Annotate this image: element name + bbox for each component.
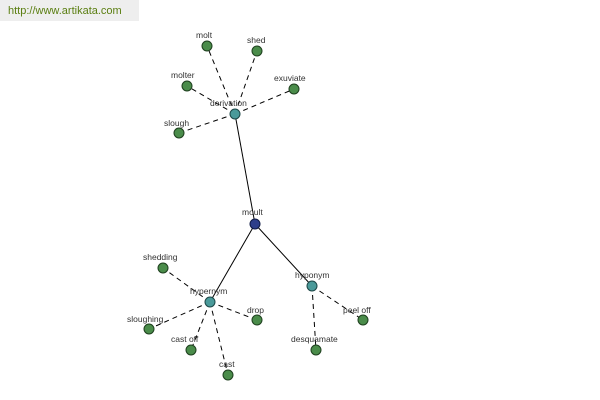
edge-derivation-slough xyxy=(178,113,236,134)
node-molter[interactable] xyxy=(181,80,193,92)
edge-derivation-exuviate xyxy=(234,88,295,115)
node-hyponym[interactable] xyxy=(306,280,318,292)
label-cast-off[interactable]: cast off xyxy=(171,334,199,344)
node-cast[interactable] xyxy=(222,369,234,381)
edge-hypernym-sloughing xyxy=(148,301,211,330)
edge-hypernym-cast xyxy=(209,301,229,376)
label-cast[interactable]: cast xyxy=(219,359,235,369)
node-derivation[interactable] xyxy=(229,108,241,120)
label-hypernym[interactable]: hypernym xyxy=(190,286,227,296)
node-root[interactable] xyxy=(249,218,261,230)
source-url-banner: http://www.artikata.com xyxy=(0,0,139,21)
node-exuviate[interactable] xyxy=(288,83,300,95)
edge-derivation-molt xyxy=(206,45,236,115)
label-exuviate[interactable]: exuviate xyxy=(274,73,306,83)
node-shedding[interactable] xyxy=(157,262,169,274)
label-derivation[interactable]: derivation xyxy=(210,98,247,108)
edge-derivation-molter xyxy=(186,85,236,115)
label-slough[interactable]: slough xyxy=(164,118,189,128)
node-cast-off[interactable] xyxy=(185,344,197,356)
label-peel-off[interactable]: peel off xyxy=(343,305,371,315)
label-drop[interactable]: drop xyxy=(247,305,264,315)
nodes xyxy=(143,40,369,381)
label-root[interactable]: moult xyxy=(242,207,263,217)
edge-hyponym-peel-off xyxy=(311,285,364,321)
node-slough[interactable] xyxy=(173,127,185,139)
label-hyponym[interactable]: hyponym xyxy=(295,270,330,280)
edges xyxy=(148,45,364,376)
edge-root-hypernym xyxy=(209,223,256,303)
edge-hyponym-desquamate xyxy=(311,285,317,351)
edge-root-derivation xyxy=(234,113,256,225)
labels: moult derivation hypernym hyponym molt s… xyxy=(127,30,371,369)
label-molt[interactable]: molt xyxy=(196,30,213,40)
node-drop[interactable] xyxy=(251,314,263,326)
node-shed[interactable] xyxy=(251,45,263,57)
node-sloughing[interactable] xyxy=(143,323,155,335)
node-hypernym[interactable] xyxy=(204,296,216,308)
edge-hypernym-shedding xyxy=(162,267,211,303)
label-desquamate[interactable]: desquamate xyxy=(291,334,338,344)
source-url[interactable]: http://www.artikata.com xyxy=(8,4,122,17)
node-molt[interactable] xyxy=(201,40,213,52)
node-desquamate[interactable] xyxy=(310,344,322,356)
label-shedding[interactable]: shedding xyxy=(143,252,178,262)
label-shed[interactable]: shed xyxy=(247,35,266,45)
edge-root-hyponym xyxy=(254,223,313,287)
label-molter[interactable]: molter xyxy=(171,70,195,80)
label-sloughing[interactable]: sloughing xyxy=(127,314,164,324)
node-peel-off[interactable] xyxy=(357,314,369,326)
edge-derivation-shed xyxy=(234,50,258,115)
